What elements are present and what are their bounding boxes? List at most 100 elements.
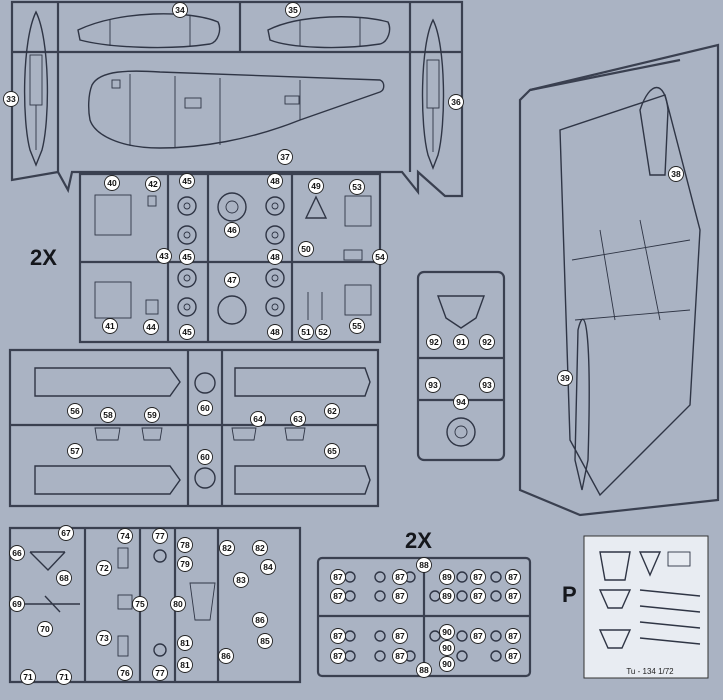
part-number-76: 76 [120, 668, 130, 678]
callout-circle-69 [9, 596, 25, 612]
callout-circle-90 [439, 640, 455, 656]
part-number-41: 41 [105, 321, 115, 331]
callout-circle-87 [392, 588, 408, 604]
callout-circle-92 [426, 334, 442, 350]
part-37-fuselage [87, 70, 385, 149]
part-number-77: 77 [155, 668, 165, 678]
callout-circle-62 [324, 403, 340, 419]
callout-circle-87 [330, 648, 346, 664]
part-number-87: 87 [508, 651, 518, 661]
callout-circle-48 [267, 249, 283, 265]
part-number-92: 92 [482, 337, 492, 347]
callout-circle-75 [132, 596, 148, 612]
callout-circle-37 [277, 149, 293, 165]
part-number-87: 87 [508, 591, 518, 601]
part-number-90: 90 [442, 643, 452, 653]
callout-circle-80 [170, 596, 186, 612]
callout-circle-65 [324, 443, 340, 459]
callout-circle-93 [479, 377, 495, 393]
part-number-77: 77 [155, 531, 165, 541]
part-number-56: 56 [70, 406, 80, 416]
part-number-87: 87 [395, 572, 405, 582]
callout-circle-77 [152, 665, 168, 681]
part-number-53: 53 [352, 182, 362, 192]
part-number-79: 79 [180, 559, 190, 569]
part-46-fan [217, 192, 247, 222]
part-number-87: 87 [395, 651, 405, 661]
part-number-71: 71 [23, 672, 33, 682]
callout-circle-70 [37, 621, 53, 637]
part-number-65: 65 [327, 446, 337, 456]
callout-circle-47 [224, 272, 240, 288]
part-number-63: 63 [293, 414, 303, 424]
part-number-45: 45 [182, 327, 192, 337]
part-62-nacelle-half [234, 367, 371, 397]
part-number-85: 85 [260, 636, 270, 646]
callout-circle-48 [267, 324, 283, 340]
sprue-windows [316, 556, 532, 678]
part-number-87: 87 [333, 591, 343, 601]
part-number-60: 60 [200, 452, 210, 462]
callout-circle-90 [439, 656, 455, 672]
part-number-71: 71 [59, 672, 69, 682]
part-91-canopy [437, 295, 485, 329]
part-number-54: 54 [375, 252, 385, 262]
part-number-81: 81 [180, 660, 190, 670]
window-rings-87 [344, 571, 502, 662]
part-number-87: 87 [473, 572, 483, 582]
callout-circle-39 [557, 370, 573, 386]
part-number-87: 87 [473, 591, 483, 601]
callout-circle-81 [177, 635, 193, 651]
callout-circle-87 [505, 588, 521, 604]
callout-circle-40 [104, 175, 120, 191]
callout-circle-85 [257, 633, 273, 649]
callout-circle-87 [470, 628, 486, 644]
part-number-52: 52 [318, 327, 328, 337]
callout-circle-87 [505, 628, 521, 644]
multiplier-label-bottom: 2X [405, 528, 432, 553]
part-number-48: 48 [270, 327, 280, 337]
part-69-gear-strut [25, 595, 80, 613]
part-number-59: 59 [147, 410, 157, 420]
part-number-44: 44 [146, 322, 156, 332]
part-number-38: 38 [671, 169, 681, 179]
callout-circle-43 [156, 248, 172, 264]
callout-circle-74 [117, 528, 133, 544]
part-number-48: 48 [270, 176, 280, 186]
part-number-45: 45 [182, 252, 192, 262]
part-number-93: 93 [482, 380, 492, 390]
sprue-engine-block [8, 348, 380, 508]
callout-circle-54 [372, 249, 388, 265]
callout-circle-88 [416, 557, 432, 573]
callout-circle-87 [505, 648, 521, 664]
part-number-67: 67 [61, 528, 71, 538]
part-94-lens [446, 417, 476, 447]
callout-circle-45 [179, 249, 195, 265]
callout-circle-56 [67, 403, 83, 419]
callout-circle-87 [330, 628, 346, 644]
part-number-39: 39 [560, 373, 570, 383]
part-33-nacelle [23, 10, 49, 167]
callout-circle-42 [145, 176, 161, 192]
part-number-46: 46 [227, 225, 237, 235]
callout-circle-81 [177, 657, 193, 673]
callout-circle-94 [453, 394, 469, 410]
callout-circle-82 [219, 540, 235, 556]
part-number-81: 81 [180, 638, 190, 648]
scale-caption: Tu - 134 1/72 [626, 667, 674, 676]
callout-circle-58 [100, 407, 116, 423]
part-number-69: 69 [12, 599, 22, 609]
part-49-clear [304, 195, 328, 219]
callout-circle-34 [172, 2, 188, 18]
callout-circle-86 [218, 648, 234, 664]
part-34-fairing [77, 13, 221, 49]
callout-circle-45 [179, 173, 195, 189]
part-number-50: 50 [301, 244, 311, 254]
part-number-45: 45 [182, 176, 192, 186]
part-number-87: 87 [395, 591, 405, 601]
part-number-37: 37 [280, 152, 290, 162]
part-number-84: 84 [263, 562, 273, 572]
callout-circle-52 [315, 324, 331, 340]
part-number-91: 91 [456, 337, 466, 347]
callout-circle-82 [252, 540, 268, 556]
